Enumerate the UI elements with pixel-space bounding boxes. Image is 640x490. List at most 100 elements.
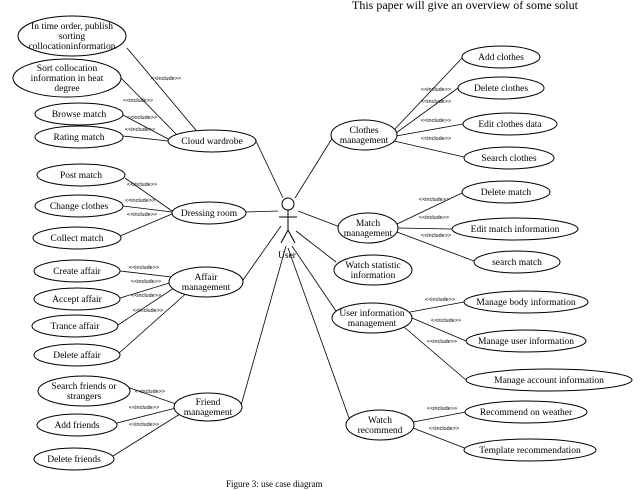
actor-head [281,197,295,211]
include-label: <<include>> [123,98,153,104]
include-label: <<include>> [151,76,181,82]
usecase-publish-sorting: In time order, publish sorting collocati… [17,15,127,57]
usecase-create-affair: Create affair [33,259,121,283]
include-label: <<include>> [129,422,159,428]
edge-affair-accept [119,280,177,299]
usecase-sort-heat: Sort collocation information in heat deg… [12,58,122,98]
svg-text:Delete clothes: Delete clothes [474,84,528,94]
figure-caption: Figure 3: use case diagram [226,479,323,489]
edge-dress-post [124,177,173,212]
usecase-clothes-management: Clothes management [330,119,398,151]
edge-cloud-publish [126,47,201,136]
svg-text:Match: Match [356,219,381,229]
usecase-match-management: Match management [337,212,399,244]
svg-text:Sort collocation: Sort collocation [37,64,98,74]
include-label: <<include>> [427,339,457,345]
svg-text:Search clothes: Search clothes [481,154,536,164]
svg-text:Delete friends: Delete friends [47,454,101,465]
usecase-manage-user: Manage user information [465,329,587,353]
svg-text:Edit match information: Edit match information [471,224,560,235]
svg-text:management: management [348,319,397,329]
svg-text:Collect match: Collect match [50,234,103,244]
usecase-manage-body: Manage body information [463,290,589,314]
svg-text:Manage body information: Manage body information [476,297,575,308]
edge-match-search [396,231,475,262]
svg-text:Recommend on weather: Recommend on weather [480,408,573,418]
svg-text:collocationinformation: collocationinformation [28,41,115,52]
svg-text:Add friends: Add friends [54,420,99,431]
svg-text:search match: search match [492,258,542,268]
include-label: <<include>> [429,426,459,432]
edges [112,47,475,457]
edge-dress-collect [119,213,173,237]
svg-text:Create affair: Create affair [53,266,101,277]
usecase-manage-account: Manage account information [465,368,633,392]
include-label: <<include>> [129,405,159,411]
include-label: <<include>> [129,265,159,271]
usecase-user-info-management: User information management [331,302,413,334]
include-label: <<include>> [419,197,449,203]
svg-text:Trance affair: Trance affair [51,321,101,332]
edge-userinfo-body [409,301,465,313]
edge-clothes-edit [395,123,464,137]
usecase-affair-management: Affair management [168,266,244,298]
include-label: <<include>> [127,182,157,188]
svg-text:Rating match: Rating match [54,133,105,143]
edge-rec-template [412,427,468,450]
usecase-add-friends: Add friends [36,413,118,437]
svg-text:Friend: Friend [196,398,221,408]
usecase-add-clothes: Add clothes [461,45,541,69]
usecase-change-clothes: Change clothes [34,194,124,218]
include-label: <<include>> [431,318,461,324]
edge-match-edit [397,227,453,230]
svg-text:Browse match: Browse match [52,110,107,120]
svg-text:Search friends or: Search friends or [52,381,118,392]
svg-text:User information: User information [339,308,404,319]
usecase-edit-match: Edit match information [451,217,579,241]
edge-user-friend [239,245,287,410]
actor-label: User [278,251,297,261]
edge-userinfo-account [403,326,467,381]
svg-text:Watch: Watch [368,416,392,426]
include-label: <<include>> [425,297,455,303]
svg-text:management: management [340,136,389,146]
usecase-search-friends: Search friends or strangers [37,375,131,407]
include-label: <<include>> [421,99,451,105]
edge-cloud-rating [122,135,169,142]
usecase-collect-match: Collect match [32,226,122,250]
edge-cloud-browse [122,114,171,141]
svg-text:management: management [182,283,231,293]
usecase-delete-affair: Delete affair [33,343,121,367]
edge-affair-delete [117,289,191,355]
include-label: <<include>> [125,127,155,133]
svg-text:strangers: strangers [67,392,102,402]
svg-text:Cloud wardrobe: Cloud wardrobe [181,137,242,147]
usecase-post-match: Post match [36,163,126,187]
include-label: <<include>> [125,198,155,204]
usecase-watch-statistic: Watch statistic information [333,254,413,286]
header-text: This paper will give an overview of some… [352,0,578,12]
include-label: <<include>> [427,406,457,412]
edge-cloud-sort [120,77,181,139]
edge-user-userinfo [291,245,341,318]
edge-user-recommend [287,247,350,419]
edge-user-watchstat [295,230,337,263]
svg-text:management: management [344,229,393,239]
svg-text:Add clothes: Add clothes [478,53,524,63]
edge-affair-create [119,270,181,279]
usecase-template-recommendation: Template recommendation [463,438,597,462]
include-label: <<include>> [419,215,449,221]
edge-match-delete [396,192,463,225]
usecase-search-clothes: Search clothes [463,146,555,170]
include-label: <<include>> [133,308,163,314]
include-label: <<include>> [421,233,451,239]
svg-text:Dressing room: Dressing room [181,209,238,219]
svg-text:Delete match: Delete match [481,188,532,198]
usecase-browse-match: Browse match [34,102,124,126]
edge-friend-add [116,407,177,424]
svg-text:Accept affair: Accept affair [52,294,103,305]
svg-text:sorting: sorting [59,32,86,42]
edge-clothes-search [393,140,465,158]
edge-user-affair [242,225,282,281]
